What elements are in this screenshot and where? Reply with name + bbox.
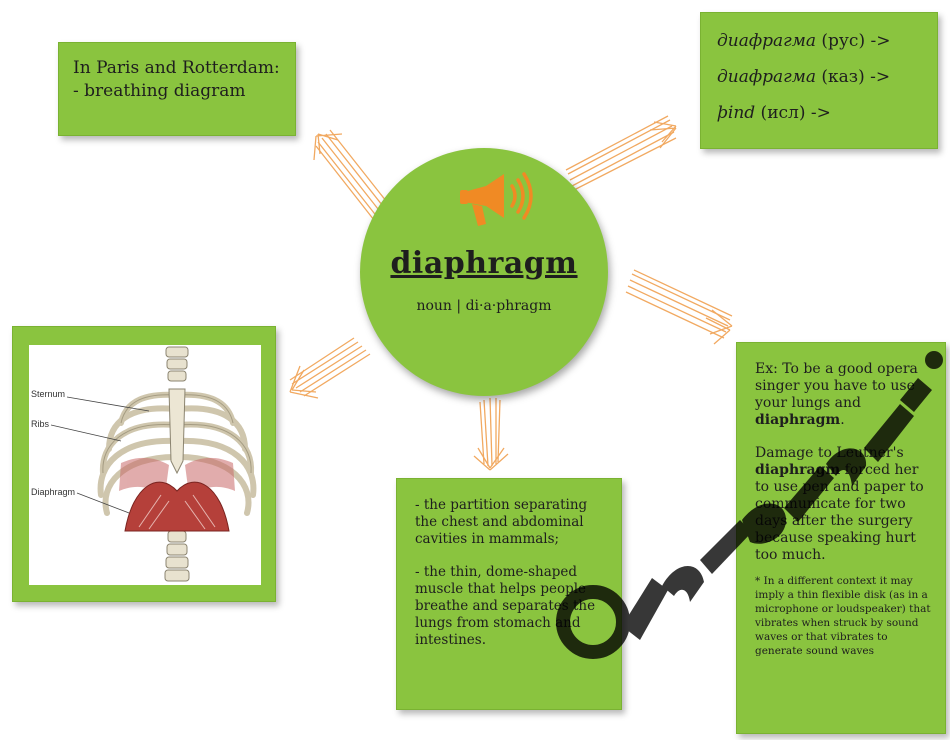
translation-is: þind (исл) ->: [717, 95, 921, 131]
examples-box: Ex: To be a good opera singer you have t…: [736, 342, 946, 734]
label-sternum: Sternum: [31, 389, 65, 399]
part-of-speech: noun | di·a·phragm: [360, 298, 608, 314]
definition-1: - the partition separating the chest and…: [415, 497, 603, 548]
usage-note-line2: - breathing diagram: [73, 80, 281, 103]
example-2: Damage to Leutner's diaphragm forced her…: [755, 445, 931, 564]
ribcage-illustration: Sternum Ribs Diaphragm: [29, 345, 261, 585]
context-note: * In a different context it may imply a …: [755, 574, 931, 658]
label-diaphragm: Diaphragm: [31, 487, 75, 497]
headword: diaphragm: [360, 246, 608, 281]
megaphone-icon[interactable]: [456, 168, 536, 232]
anatomy-image-box: Sternum Ribs Diaphragm: [12, 326, 276, 602]
label-ribs: Ribs: [31, 419, 49, 429]
definition-box: - the partition separating the chest and…: [396, 478, 622, 710]
translation-kz: диафрагма (каз) ->: [717, 59, 921, 95]
arrow-to-top-right: [566, 116, 676, 190]
arrow-to-bottom: [474, 398, 508, 470]
arrow-to-right: [626, 270, 732, 344]
usage-note-line1: In Paris and Rotterdam:: [73, 57, 281, 80]
example-1: Ex: To be a good opera singer you have t…: [755, 361, 931, 429]
definition-2: - the thin, dome-shaped muscle that help…: [415, 564, 603, 649]
translation-ru: диафрагма (рус) ->: [717, 23, 921, 59]
center-word-circle: diaphragm noun | di·a·phragm: [360, 148, 608, 396]
translations-box: диафрагма (рус) -> диафрагма (каз) -> þi…: [700, 12, 938, 149]
ribcage-drawing: [29, 345, 261, 585]
usage-note-box: In Paris and Rotterdam: - breathing diag…: [58, 42, 296, 136]
arrow-to-image: [290, 338, 370, 398]
